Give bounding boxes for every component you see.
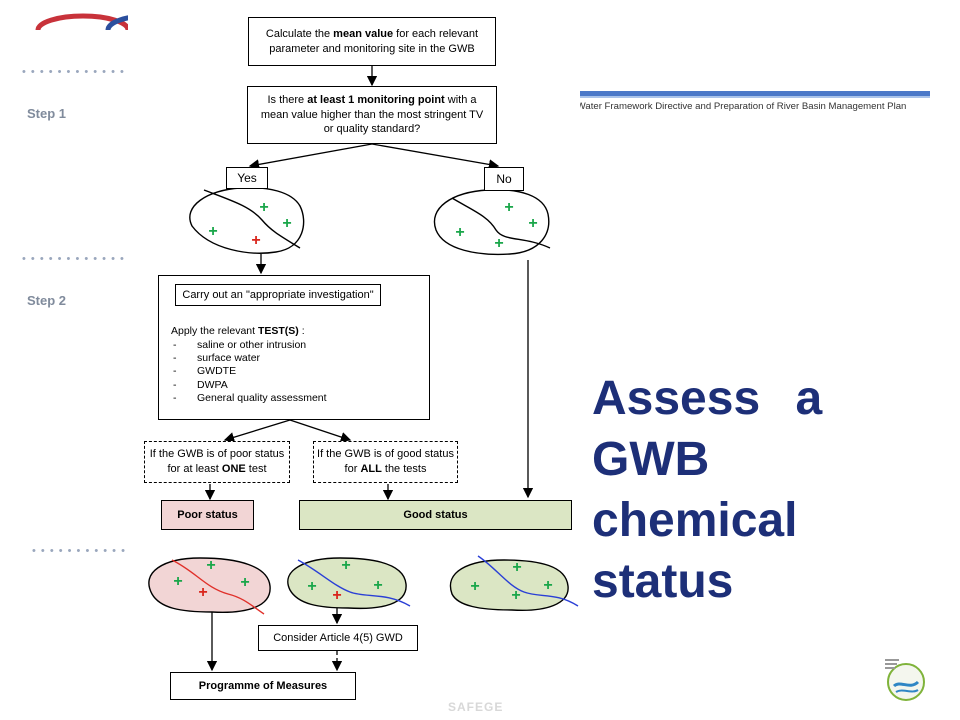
gwb-blob-yes (189, 186, 305, 254)
test-list-item: -General quality assessment (173, 391, 327, 404)
header-accent-bar (565, 91, 930, 96)
plus-icon: + (259, 199, 268, 216)
poor-condition-bold: ONE (221, 463, 246, 475)
good-condition-bold: ALL (360, 463, 382, 475)
organization-logo (882, 656, 930, 704)
apply-tests-heading: Apply the relevant TEST(S) : (171, 324, 305, 338)
apply-prefix: Apply the relevant (171, 325, 258, 337)
gwb-blob-good-bottom-2 (449, 555, 579, 611)
calc-bold: mean value (333, 27, 394, 40)
slide-title-line1-text: Assess a (592, 372, 823, 425)
gwb-blob-good-bottom (287, 557, 411, 610)
programme-of-measures-box: Programme of Measures (170, 672, 356, 700)
arrow-investigation-poor (223, 419, 291, 443)
plus-icon: + (240, 574, 249, 591)
question-box: Is there at least 1 monitoring point wit… (247, 86, 497, 144)
poor-condition-line1: If the GWB is of poor status (149, 448, 285, 461)
step-2-label: Step 2 (27, 293, 67, 308)
poor-status-box: Poor status (161, 500, 254, 530)
good-condition-line1: If the GWB is of good status (317, 448, 454, 461)
slide-title-line3: chemical (592, 494, 798, 547)
plus-icon: + (543, 577, 552, 594)
footer-watermark: SAFEGE (448, 700, 504, 714)
slide-title-line2: GWB (592, 433, 710, 486)
plus-icon: + (511, 587, 520, 604)
plus-icon: + (512, 559, 521, 576)
consider-article-box: Consider Article 4(5) GWD (258, 625, 418, 651)
investigation-panel: Carry out an "appropriate investigation"… (158, 275, 430, 420)
plus-icon: + (251, 232, 260, 249)
slide-title-line1: Assess a (592, 368, 822, 429)
question-line2: mean value higher than the most stringen… (260, 108, 484, 121)
plus-icon: + (206, 557, 215, 574)
good-condition-suffix: the tests (381, 463, 427, 475)
yes-box: Yes (226, 167, 268, 189)
calc-suffix: for each relevant (393, 27, 479, 40)
plus-icon: + (208, 223, 217, 240)
plus-icon: + (455, 224, 464, 241)
dotted-separator-1: • • • • • • • • • • • • (22, 66, 125, 78)
test-list-item: -surface water (173, 352, 261, 365)
header-subtitle: of Water Framework Directive and Prepara… (566, 101, 907, 112)
plus-icon: + (332, 587, 341, 604)
apply-bold: TEST(S) (257, 325, 299, 337)
gwb-blob-poor-bottom (148, 557, 271, 615)
question-line3: or quality standard? (323, 123, 421, 136)
test-list-item: -DWPA (173, 378, 228, 391)
good-condition-box: If the GWB is of good status for ALL the… (313, 441, 458, 483)
plus-icon: + (173, 573, 182, 590)
step-1-label: Step 1 (27, 106, 67, 121)
plus-icon: + (307, 578, 316, 595)
arrow-investigation-good (289, 419, 352, 443)
apply-suffix: : (298, 325, 305, 337)
no-box: No (484, 167, 524, 191)
calc-mean-box: Calculate the mean value for each releva… (248, 17, 496, 66)
calc-line2: parameter and monitoring site in the GWB (269, 42, 475, 55)
slide-title: Assess a GWB chemical status (592, 368, 842, 612)
plus-icon: + (494, 235, 503, 252)
question-bold: at least 1 monitoring point (307, 93, 445, 106)
arrow-question-no (371, 143, 500, 170)
plus-icon: + (504, 199, 513, 216)
good-condition-prefix: for (344, 463, 361, 475)
plus-icon: + (198, 584, 207, 601)
dotted-separator-2: • • • • • • • • • • • • (22, 253, 125, 265)
calc-prefix: Calculate the (265, 27, 334, 40)
poor-condition-suffix: test (245, 463, 267, 475)
gwb-blob-no (433, 189, 551, 256)
slide-title-line4: status (592, 555, 734, 608)
poor-condition-prefix: for at least (167, 463, 222, 475)
organization-logo-icon (885, 659, 925, 701)
good-status-box: Good status (299, 500, 572, 530)
poor-condition-box: If the GWB is of poor status for at leas… (144, 441, 290, 483)
plus-icon: + (470, 578, 479, 595)
test-list: -saline or other intrusion -surface wate… (173, 339, 327, 405)
test-list-item: -saline or other intrusion (173, 339, 307, 351)
plus-icon: + (341, 557, 350, 574)
question-prefix: Is there (267, 93, 308, 106)
header-accent-bar-light (565, 96, 930, 98)
arrow-question-yes (248, 143, 373, 170)
plus-icon: + (528, 215, 537, 232)
test-list-item: -GWDTE (173, 365, 237, 378)
plus-icon: + (373, 577, 382, 594)
investigation-title-box: Carry out an "appropriate investigation" (175, 284, 381, 306)
question-suffix: with a (444, 93, 477, 106)
dotted-separator-3: • • • • • • • • • • • • • (32, 545, 144, 557)
plus-icon: + (282, 215, 291, 232)
